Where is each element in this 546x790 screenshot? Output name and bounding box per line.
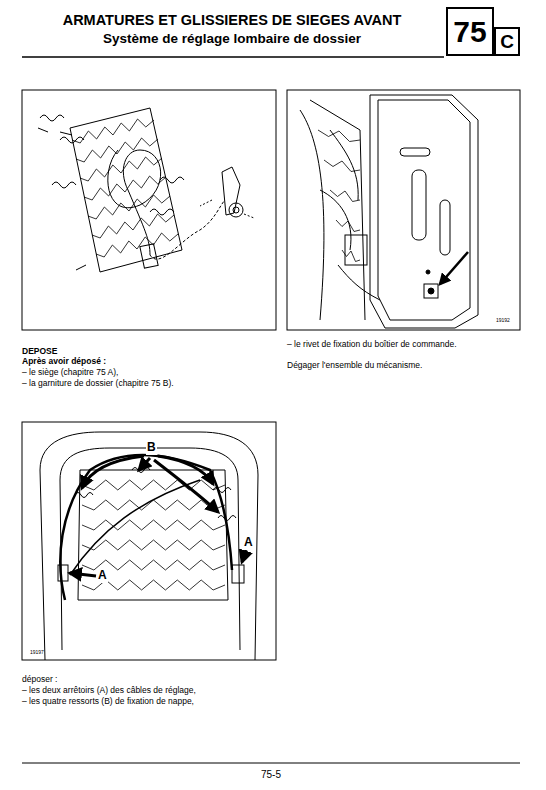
list-item: – les deux arrêtoirs (A) des câbles de r… — [22, 686, 196, 696]
mesh-wire — [324, 160, 360, 172]
figure-number: 19197 — [30, 650, 44, 656]
list-item: – les quatre ressorts (B) de fixation de… — [22, 697, 194, 707]
mesh-wire — [82, 500, 225, 510]
section-heading: DEPOSE — [22, 347, 57, 357]
page-title: ARMATURES ET GLISSIERES DE SIEGES AVANT — [22, 12, 442, 29]
mesh-wire — [80, 157, 162, 181]
mesh-wire — [76, 138, 158, 162]
instruction-text: déposer : — [22, 675, 57, 685]
figure-frame — [22, 90, 276, 330]
mesh-wire — [342, 250, 360, 262]
mesh-wire — [318, 130, 360, 142]
page-number: 75-5 — [22, 769, 520, 781]
mesh-wire — [82, 540, 225, 550]
mesh-wire — [88, 195, 170, 219]
chapter-box: 75 — [446, 7, 494, 56]
list-item: – le siège (chapitre 75 A), — [22, 368, 118, 378]
chapter-box: C — [494, 27, 520, 56]
seat-back-mesh — [40, 432, 258, 660]
callout-letter: A — [243, 536, 254, 550]
chapter-code: 75 — [453, 17, 486, 47]
page-subtitle: Système de réglage lombaire de dossier — [22, 31, 442, 47]
callout-letter: A — [97, 569, 108, 583]
mesh-wire — [84, 176, 166, 200]
seat-back-frame — [300, 95, 478, 328]
callout-letter: B — [146, 441, 157, 455]
figure-frame — [287, 90, 520, 330]
mesh-wire — [336, 220, 360, 232]
instruction-text: Dégager l'ensemble du mécanisme. — [287, 361, 422, 371]
footer-rule — [22, 763, 520, 764]
mesh-wire — [92, 214, 174, 238]
chapter-code: C — [500, 32, 514, 51]
figure-frame — [22, 422, 276, 660]
list-item: – le rivet de fixation du boîtier de com… — [287, 340, 457, 350]
figure-number: 19192 — [496, 318, 510, 324]
lumbar-mesh-exploded — [38, 108, 254, 272]
mesh-wire — [82, 480, 225, 490]
mesh-wire — [82, 520, 225, 530]
mesh-wires — [72, 119, 360, 590]
header-rule — [22, 56, 444, 58]
mesh-wire — [72, 119, 154, 143]
instruction-text: Après avoir déposé : — [22, 357, 106, 367]
list-item: – la garniture de dossier (chapitre 75 B… — [22, 379, 174, 389]
mesh-wire — [330, 190, 360, 202]
mesh-wire — [96, 233, 178, 257]
